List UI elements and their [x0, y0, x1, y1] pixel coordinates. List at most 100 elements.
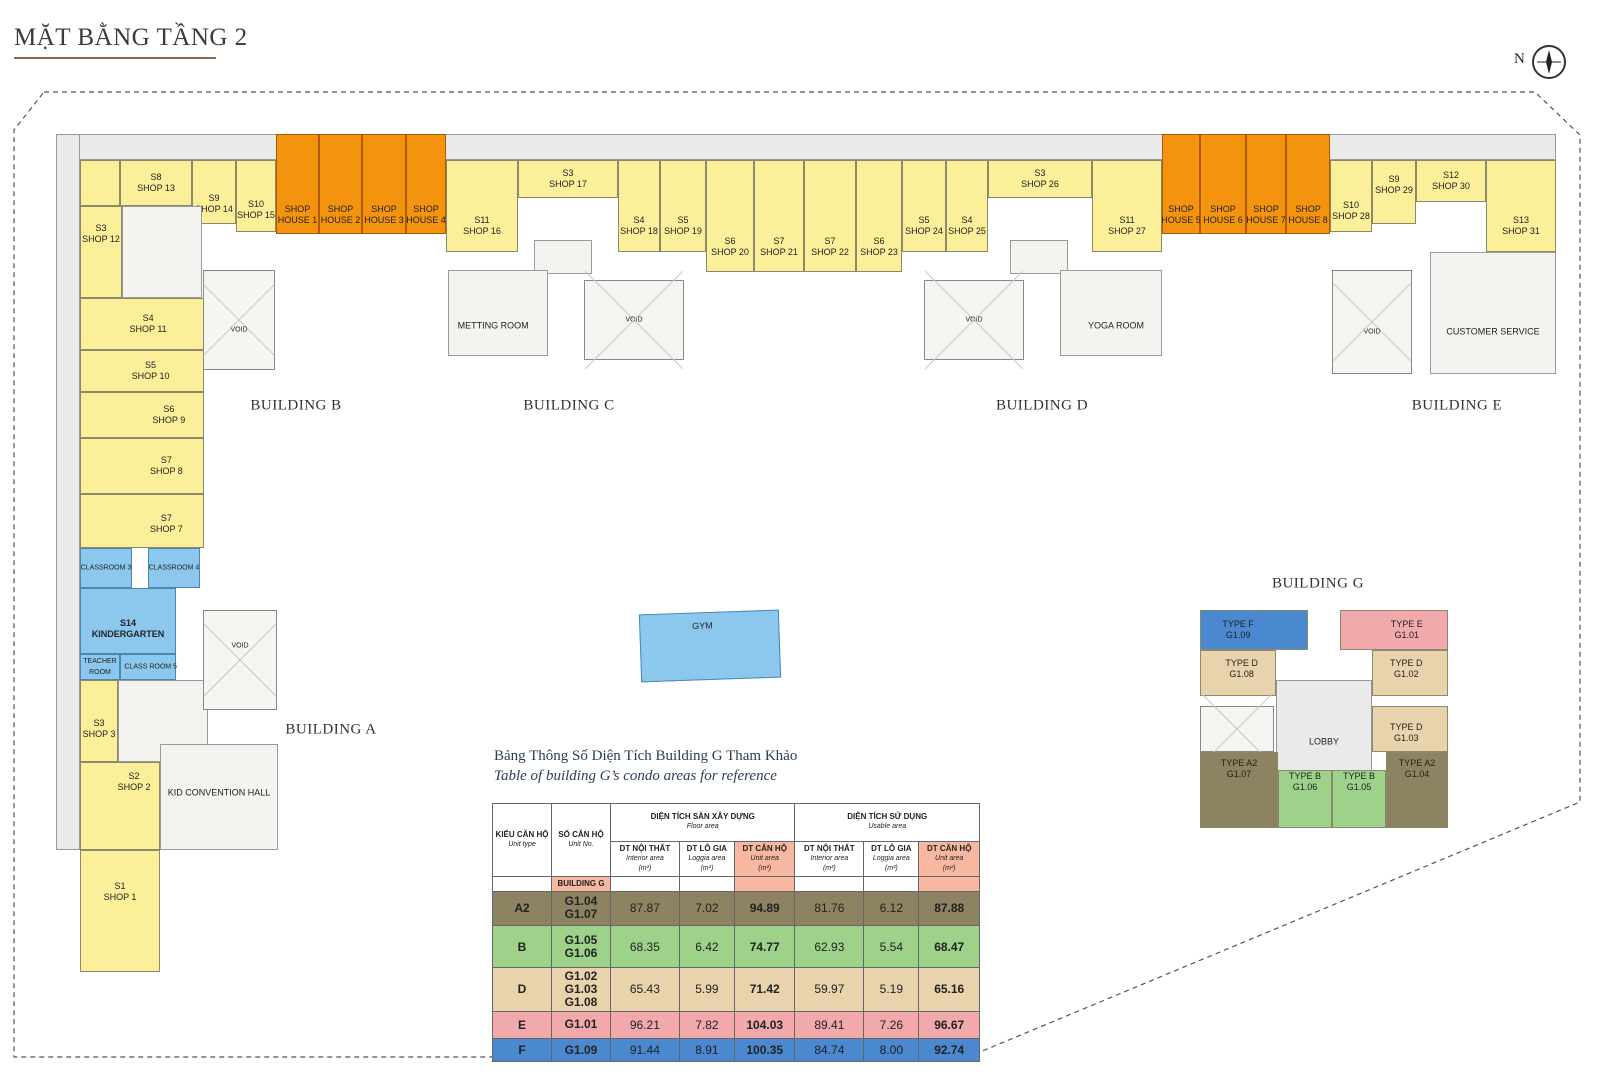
room-yoga[interactable]: YOGA ROOM	[1060, 270, 1162, 356]
cell-u-unit: 92.74	[918, 1038, 980, 1062]
cell-u-int: 81.76	[794, 890, 865, 927]
cell-u-unit: 68.47	[918, 925, 980, 968]
cell-u-log: 5.54	[863, 925, 920, 968]
cell-u-unit: 65.16	[918, 966, 980, 1012]
label-building-c: BUILDING C	[523, 397, 615, 414]
title-underline	[14, 57, 216, 59]
cell-u-int: 62.93	[794, 925, 865, 968]
cell-f-unit: 74.77	[733, 925, 796, 968]
label-building-a: BUILDING A	[285, 721, 377, 738]
cell-f-int: 87.87	[610, 890, 680, 927]
room-classroom3[interactable]: CLASSROOM 3	[80, 548, 132, 588]
room-kid-convention-hall[interactable]: KID CONVENTION HALL	[160, 744, 278, 850]
cell-f-log: 7.02	[678, 890, 735, 927]
void-e: VOID	[1332, 270, 1412, 374]
cell-type: B	[492, 925, 552, 968]
cell-units: G1.01	[551, 1010, 611, 1040]
cell-u-unit: 96.67	[918, 1010, 980, 1040]
label-building-g: BUILDING G	[1271, 575, 1365, 592]
room-meeting[interactable]: METTING ROOM	[448, 270, 548, 356]
room-classroom5[interactable]: CLASS ROOM 5	[120, 654, 177, 680]
compass-icon	[1532, 45, 1566, 79]
cell-f-unit: 94.89	[733, 890, 796, 927]
cell-f-log: 5.99	[678, 966, 735, 1012]
room-customer-service[interactable]: CUSTOMER SERVICE	[1430, 252, 1556, 374]
cell-f-log: 6.42	[678, 925, 735, 968]
elevator-core-d	[1010, 240, 1068, 274]
room-classroom4[interactable]: CLASSROOM 4	[148, 548, 200, 588]
cell-f-unit: 71.42	[733, 966, 796, 1012]
label-building-b: BUILDING B	[250, 397, 342, 414]
stair-core-b	[122, 206, 202, 298]
cell-f-unit: 104.03	[733, 1010, 796, 1040]
corridor-left	[56, 134, 80, 850]
cell-u-log: 5.19	[863, 966, 920, 1012]
elevator-core-c	[534, 240, 592, 274]
cell-type: A2	[492, 890, 552, 927]
cell-u-int: 59.97	[794, 966, 865, 1012]
room-gym[interactable]: GYM	[638, 609, 782, 683]
cell-u-log: 8.00	[863, 1038, 920, 1062]
void-d: VOID	[924, 280, 1024, 360]
cell-f-unit: 100.35	[733, 1038, 796, 1062]
cell-type: D	[492, 966, 552, 1012]
cell-u-unit: 87.88	[918, 890, 980, 927]
void-a: VOID	[203, 610, 277, 710]
cell-u-log: 6.12	[863, 890, 920, 927]
